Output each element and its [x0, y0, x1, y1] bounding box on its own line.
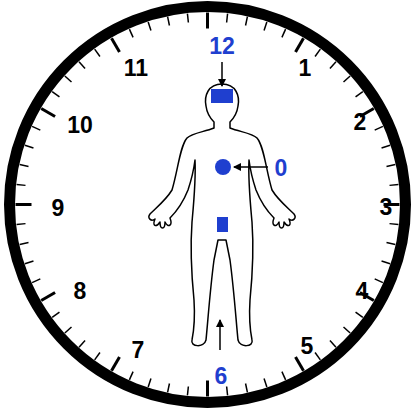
clock-ring [10, 7, 406, 403]
clock-number: 11 [124, 57, 148, 80]
clock-number: 7 [132, 339, 145, 362]
callout-number: 0 [275, 157, 288, 180]
clock-tick [129, 372, 133, 380]
leader-arrow [221, 62, 223, 86]
clock-tick [315, 353, 320, 360]
clock-tick [65, 76, 72, 82]
clock-tick [226, 14, 228, 23]
clock-tick [389, 223, 398, 225]
head-marker [211, 89, 233, 103]
clock-number: 10 [67, 114, 93, 137]
clock-tick [32, 126, 40, 130]
clock-number: 1 [299, 57, 312, 80]
clock-number: 6 [215, 365, 228, 388]
clock-tick [112, 357, 120, 371]
clock-tick [17, 184, 26, 186]
clock-tick [52, 312, 59, 317]
clock-tick [282, 372, 286, 380]
clock-tick [206, 381, 209, 397]
clock-number: 2 [354, 111, 367, 134]
clock-number: 3 [380, 196, 393, 219]
pelvis-marker [217, 217, 228, 232]
clock-tick [95, 353, 100, 360]
clock-tick [282, 29, 286, 37]
clock-tick [17, 223, 26, 225]
clock-tick [20, 165, 29, 167]
clock-tick [16, 203, 32, 206]
clock-tick [387, 165, 396, 167]
clock-tick [246, 17, 248, 26]
clock-tick [168, 384, 170, 393]
leader-arrow [219, 320, 221, 350]
clock-tick [226, 386, 228, 395]
clock-tick [315, 49, 320, 56]
clock-tick [382, 261, 391, 264]
clock-tick [148, 379, 151, 388]
clock-tick [296, 357, 304, 371]
clock-tick [129, 29, 133, 37]
clock-tick [264, 22, 267, 31]
clock-tick [264, 379, 267, 388]
clock-tick [296, 38, 304, 52]
clock-number: 12 [209, 35, 235, 58]
clock-tick [41, 109, 55, 117]
clock-tick [25, 261, 34, 264]
clock-tick [79, 340, 85, 347]
clock-tick [246, 384, 248, 393]
clock-tick [52, 92, 59, 97]
clock-tick [187, 386, 189, 395]
clock-tick [343, 327, 350, 333]
clock-number: 5 [301, 335, 314, 358]
clock-tick [330, 340, 336, 347]
clock-tick [356, 312, 363, 317]
clock-tick [206, 13, 209, 29]
leader-arrow [234, 166, 268, 168]
clock-tick [148, 22, 151, 31]
clock-tick [25, 145, 34, 148]
clock-tick [20, 243, 29, 245]
clock-tick [375, 126, 383, 130]
clock-tick [41, 293, 55, 301]
clock-tick [32, 279, 40, 283]
clock-tick [343, 76, 350, 82]
body-outline [149, 84, 295, 346]
clock-tick [387, 243, 396, 245]
clock-tick [375, 279, 383, 283]
chest-marker [215, 159, 231, 175]
clock-tick [112, 38, 120, 52]
clock-tick [389, 184, 398, 186]
clock-number: 9 [52, 197, 65, 220]
clock-number: 8 [74, 280, 87, 303]
clock-tick [356, 92, 363, 97]
clock-tick [382, 145, 391, 148]
clock-number: 4 [356, 280, 369, 303]
clock-tick [95, 49, 100, 56]
clock-ticks [16, 13, 400, 397]
clock-tick [187, 14, 189, 23]
clock-tick [330, 62, 336, 69]
clock-tick [65, 327, 72, 333]
clock-tick [168, 17, 170, 26]
clock-tick [79, 62, 85, 69]
